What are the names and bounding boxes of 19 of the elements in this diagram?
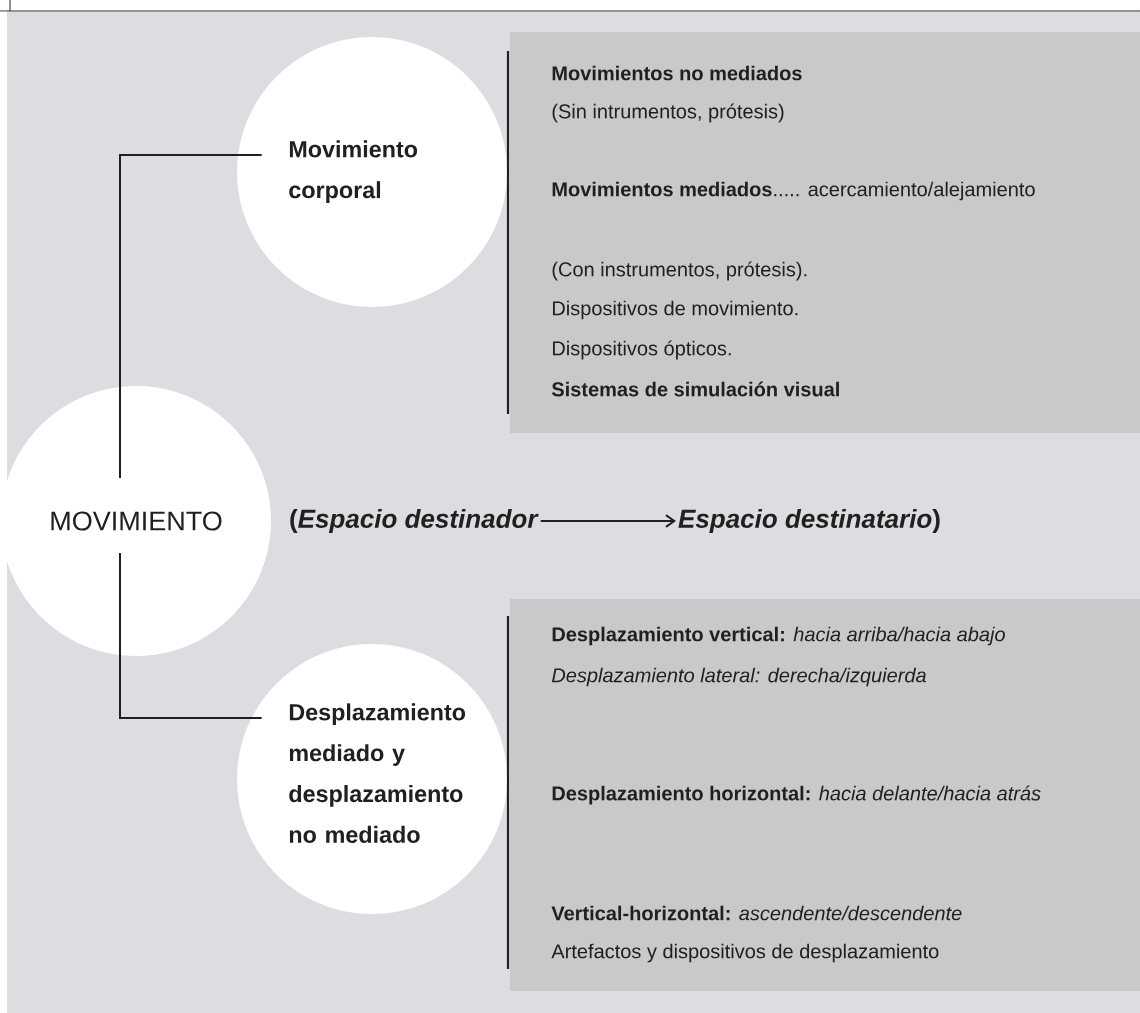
panel-text: Movimientos mediados..... acercamiento/alejamiento [552, 181, 1035, 201]
flow-text: Espacio destinatario) [678, 508, 940, 534]
panel-text: Movimientos no mediados [552, 65, 802, 81]
circle-heading: Movimiento corporal [289, 140, 418, 203]
panel-text: (Con instrumentos, prótesis). [552, 261, 807, 281]
connector [119, 552, 263, 719]
connector [539, 514, 676, 528]
panel-text: Sistemas de simulación visual [551, 381, 839, 397]
panel-text: Desplazamiento horizontal: hacia delante/hacia atrás [552, 785, 1041, 805]
flow-text: (Espacio destinador [290, 508, 539, 534]
connector [119, 154, 263, 479]
panel-text: Artefactos y dispositivos de desplazamiento [551, 943, 939, 963]
panel-text: Desplazamiento vertical: hacia arriba/hacia abajo [552, 626, 1005, 646]
circle-heading: Desplazamiento mediado y desplazamiento no mediado [289, 703, 466, 843]
panel-text: Desplazamiento lateral: derecha/izquierda [551, 667, 926, 687]
panel-text: Dispositivos ópticos. [553, 340, 731, 360]
panel-text: (Sin intrumentos, prótesis) [552, 103, 784, 123]
panel-text: Vertical-horizontal: ascendente/descendente [551, 905, 962, 921]
panel-text: Dispositivos de movimiento. [553, 300, 798, 320]
